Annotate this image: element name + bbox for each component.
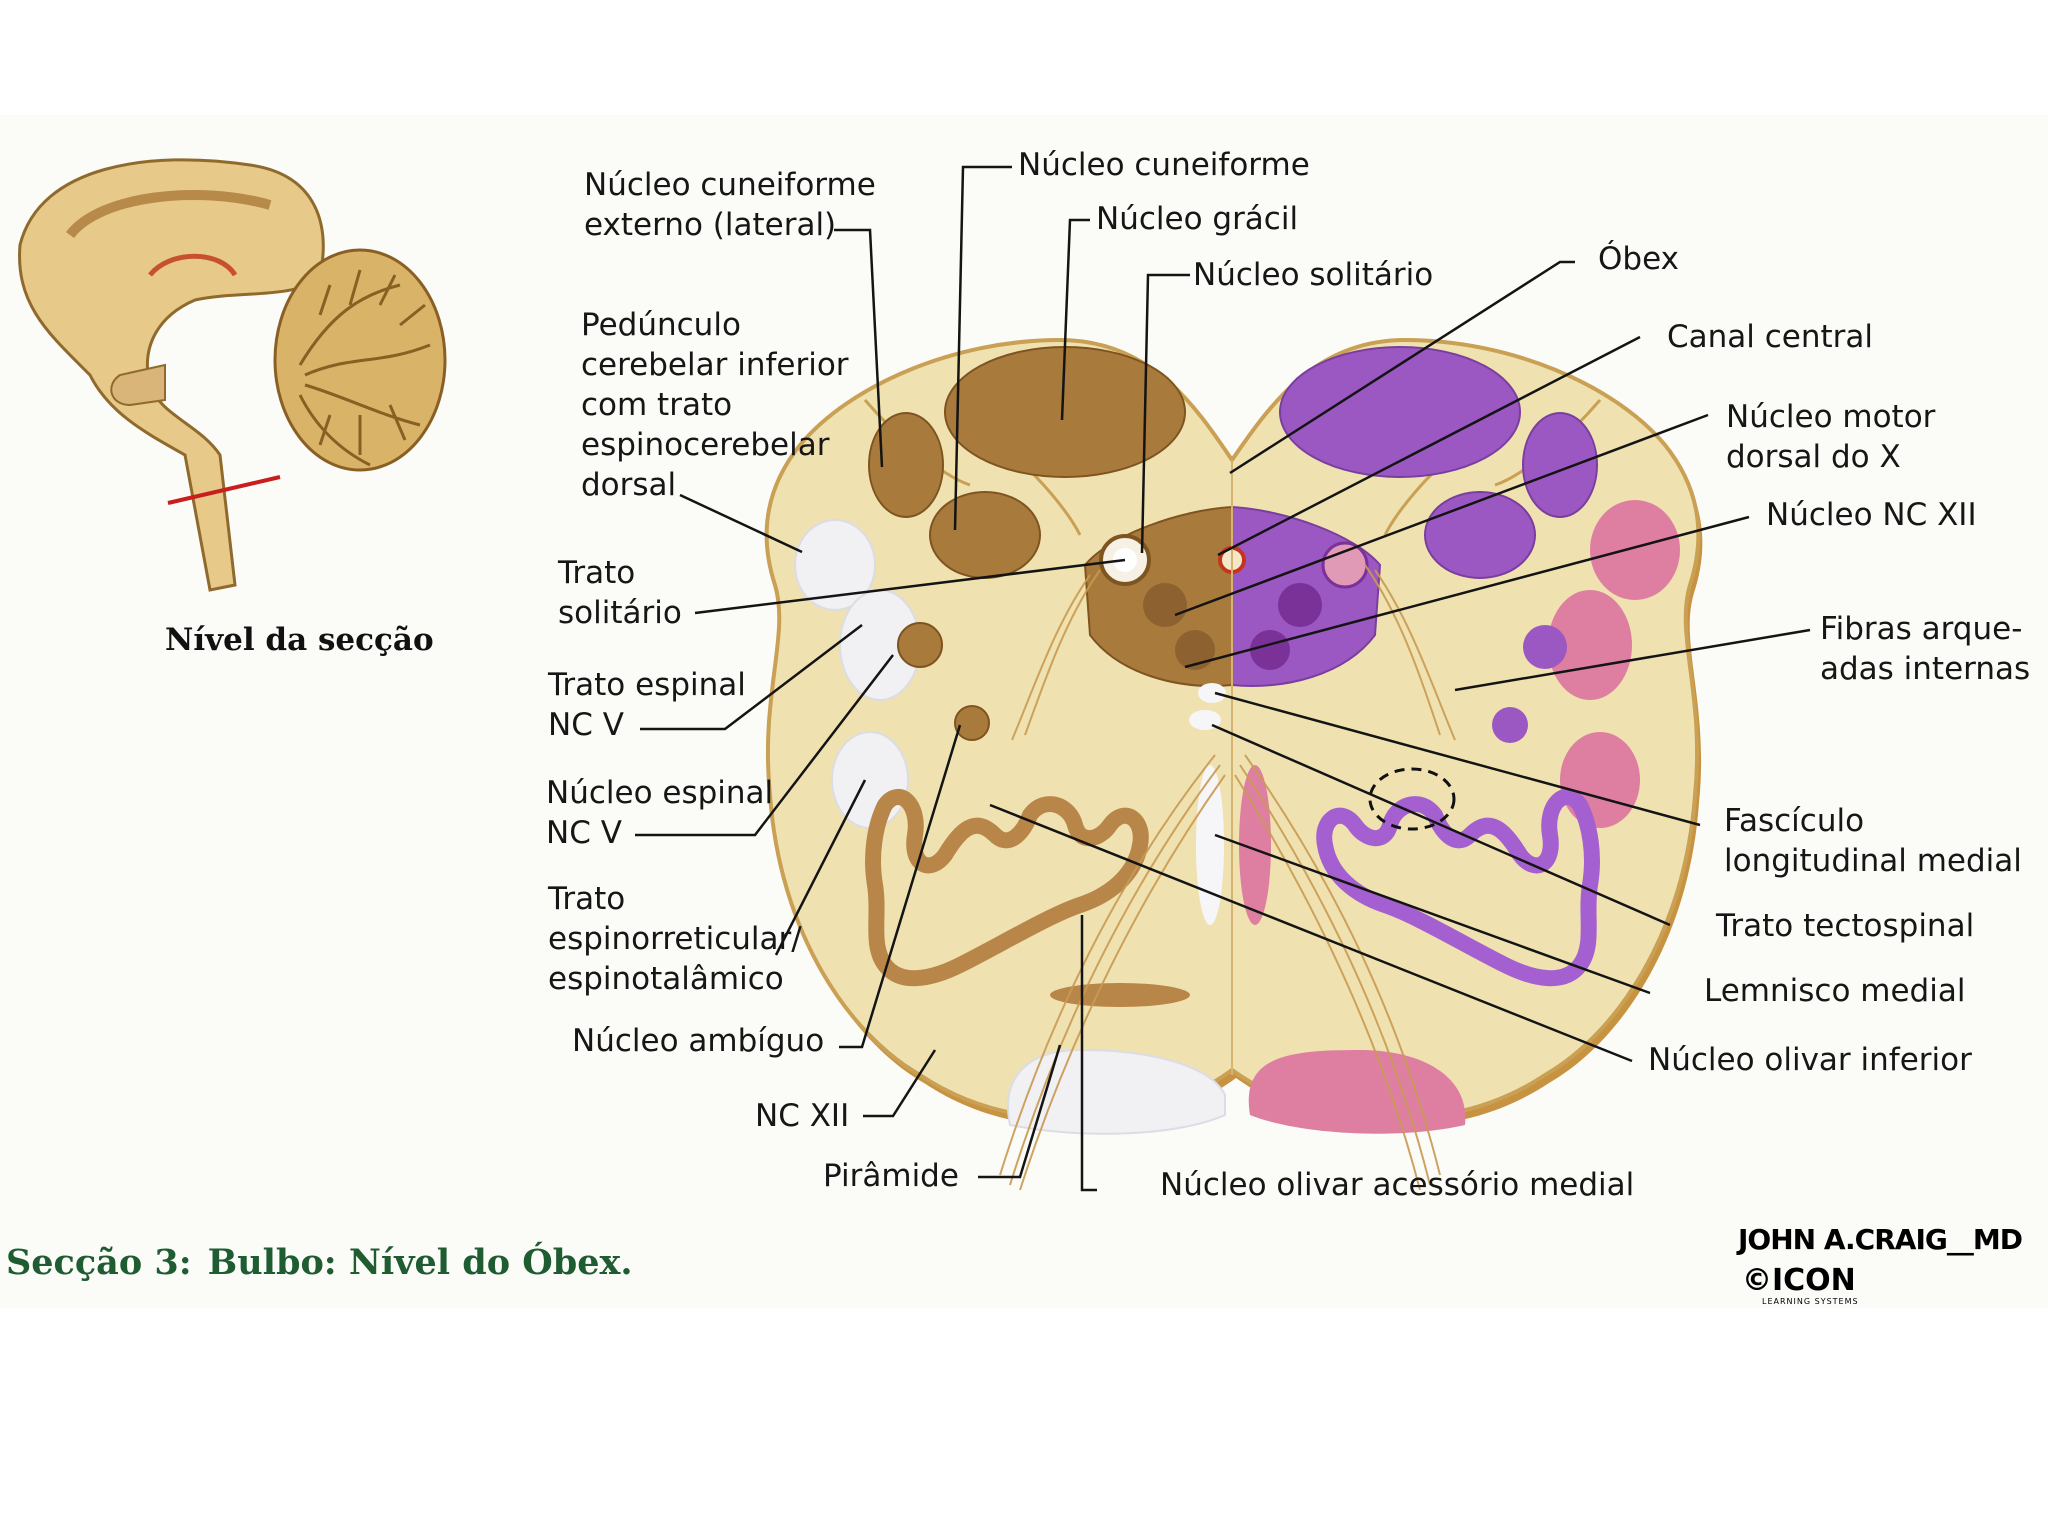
- nucleus-ambiguus: [955, 706, 989, 740]
- figure-title: Secção 3: Bulbo: Nível do Óbex.: [6, 1242, 649, 1283]
- label-motor-x: Núcleo motor dorsal do X: [1726, 397, 1935, 477]
- label-piramide: Pirâmide: [823, 1156, 959, 1196]
- medial-accessory-olive-left: [1050, 983, 1190, 1007]
- label-lemnisco: Lemnisco medial: [1704, 971, 1965, 1011]
- label-nc12: Núcleo NC XII: [1766, 495, 1977, 535]
- label-olivar-inferior: Núcleo olivar inferior: [1648, 1040, 1972, 1080]
- label-fasciculo: Fascículo longitudinal medial: [1724, 801, 2022, 881]
- label-cuneiforme-externo: Núcleo cuneiforme externo (lateral): [584, 165, 889, 245]
- solitary-right: [1323, 543, 1367, 587]
- inset-caption: Nível da secção: [165, 622, 434, 658]
- medial-lemniscus-left: [1196, 765, 1224, 925]
- icon-logo-subtitle: LEARNING SYSTEMS: [1762, 1297, 1859, 1306]
- nucleus-cuneate-external-right: [1523, 413, 1597, 517]
- spinoreticular-tract: [832, 732, 908, 828]
- inset-brain-sagittal: [20, 160, 445, 590]
- spinal-tract-right-upper: [1590, 500, 1680, 600]
- nucleus-cuneate: [930, 492, 1040, 578]
- label-trato-solitario: Trato solitário: [558, 553, 682, 633]
- icon-logo: ©ICON: [1742, 1263, 1856, 1298]
- label-fibras: Fibras arque- adas internas: [1820, 609, 2030, 689]
- spinal-nucleus-right: [1523, 625, 1567, 669]
- medulla-section: [767, 340, 1703, 1190]
- label-ambiguo: Núcleo ambíguo: [572, 1021, 824, 1061]
- hypoglossal-left: [1143, 583, 1187, 627]
- label-solitario-nucleo: Núcleo solitário: [1193, 255, 1433, 295]
- mlf-left: [1198, 683, 1226, 703]
- nucleus-gracile-right: [1280, 347, 1520, 477]
- label-obex: Óbex: [1598, 239, 1679, 279]
- ambiguus-right: [1492, 707, 1528, 743]
- label-trato-espinal: Trato espinal NC V: [548, 665, 746, 745]
- hypoglossal-right: [1278, 583, 1322, 627]
- nucleus-cuneate-right: [1425, 492, 1535, 578]
- figure-panel: Nível da secção: [0, 115, 2048, 1308]
- author-signature: JOHN A.CRAIG__MD: [1738, 1223, 2022, 1256]
- label-nc12-left: NC XII: [755, 1096, 849, 1136]
- vagal-motor-right: [1250, 630, 1290, 670]
- label-espinorreticular: Trato espinorreticular/ espinotalâmico: [548, 879, 802, 999]
- label-olivar-acessorio: Núcleo olivar acessório medial: [1160, 1165, 1634, 1205]
- label-gracil: Núcleo grácil: [1096, 199, 1298, 239]
- spinoreticular-right: [1560, 732, 1640, 828]
- label-nucleo-espinal: Núcleo espinal NC V: [546, 773, 773, 853]
- label-cuneiforme: Núcleo cuneiforme: [1018, 145, 1310, 185]
- figure-title-name: Bulbo: Nível do Óbex.: [208, 1242, 633, 1283]
- medulla-diagram: Nível da secção: [0, 115, 2048, 1308]
- label-canal: Canal central: [1667, 317, 1873, 357]
- figure-title-section: Secção 3:: [6, 1242, 192, 1283]
- label-pedunculo: Pedúnculo cerebelar inferior com trato e…: [581, 305, 849, 505]
- spinal-nucleus-v: [898, 623, 942, 667]
- label-tectospinal: Trato tectospinal: [1716, 906, 1974, 946]
